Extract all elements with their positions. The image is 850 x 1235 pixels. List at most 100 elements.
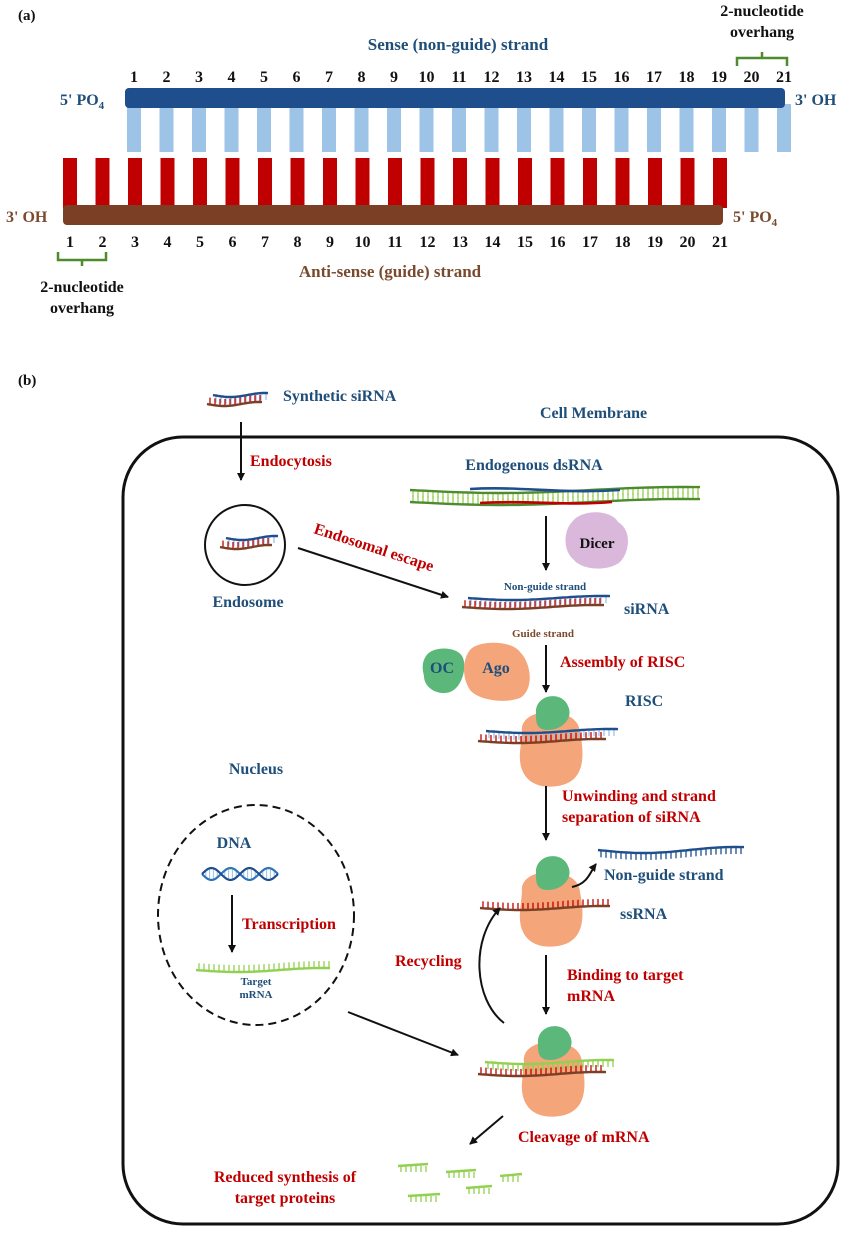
dna-helix-icon bbox=[201, 866, 279, 882]
antisense-strand-backbone bbox=[63, 205, 723, 225]
sense-strand-bases bbox=[127, 104, 791, 152]
antisense-number-11: 11 bbox=[387, 234, 402, 251]
bound-ago-blob bbox=[521, 1041, 585, 1117]
sense-base-14 bbox=[549, 104, 564, 152]
sense-number-20: 20 bbox=[744, 69, 760, 86]
mrna-fragment-4 bbox=[407, 1192, 441, 1202]
antisense-base-12 bbox=[420, 158, 435, 208]
endosome-label: Endosome bbox=[212, 594, 283, 611]
risc-passenger-strand bbox=[485, 727, 619, 740]
sense-base-12 bbox=[484, 104, 499, 152]
antisense-base-5 bbox=[193, 158, 207, 208]
risc-complex bbox=[477, 696, 619, 787]
target-mrna-icon bbox=[195, 961, 331, 974]
antisense-base-3 bbox=[128, 158, 142, 208]
passenger-strand bbox=[225, 534, 279, 547]
antisense-number-6: 6 bbox=[229, 234, 237, 251]
synthetic-sirna-duplex bbox=[206, 391, 269, 408]
sense-number-8: 8 bbox=[358, 69, 366, 86]
sense-base-1 bbox=[127, 104, 141, 152]
sense-number-14: 14 bbox=[549, 69, 565, 86]
sense-base-20 bbox=[744, 104, 759, 152]
antisense-base-20 bbox=[680, 158, 695, 208]
non-guide-strand-label: Non-guide strand bbox=[604, 867, 724, 884]
antisense-strand-bases bbox=[63, 158, 727, 208]
antisense-number-18: 18 bbox=[615, 234, 631, 251]
assembly-of-risc-label: Assembly of RISC bbox=[560, 654, 685, 671]
antisense-base-13 bbox=[453, 158, 467, 208]
sense-number-9: 9 bbox=[390, 69, 398, 86]
binding-label-line1: Binding to target bbox=[567, 967, 684, 984]
antisense-number-7: 7 bbox=[261, 234, 269, 251]
bound-guide-strand bbox=[477, 1065, 607, 1078]
unwinding-label-line2: separation of siRNA bbox=[562, 809, 701, 826]
antisense-base-8 bbox=[290, 158, 305, 208]
sense-base-10 bbox=[419, 104, 434, 152]
dsrna-sirna-segment-bottom bbox=[479, 500, 613, 505]
mrna-fragment-1 bbox=[397, 1162, 429, 1172]
sense-number-19: 19 bbox=[711, 69, 727, 86]
mrna-export-arrow bbox=[347, 1011, 459, 1057]
passenger-strand bbox=[212, 391, 269, 404]
sense-number-6: 6 bbox=[293, 69, 301, 86]
sense-base-17 bbox=[647, 104, 661, 152]
sense-base-15 bbox=[582, 104, 596, 152]
dicer-product-duplex bbox=[461, 594, 611, 611]
endosomal-escape-arrow bbox=[297, 547, 449, 599]
ssrna-guide-strand bbox=[479, 899, 611, 912]
sense-number-12: 12 bbox=[484, 69, 500, 86]
antisense-number-13: 13 bbox=[452, 234, 468, 251]
antisense-base-10 bbox=[355, 158, 370, 208]
sense-number-21: 21 bbox=[776, 69, 792, 86]
sense-number-16: 16 bbox=[614, 69, 630, 86]
sense-number-5: 5 bbox=[260, 69, 268, 86]
antisense-3prime-label: 3' OH bbox=[6, 209, 48, 226]
antisense-number-2: 2 bbox=[99, 234, 107, 251]
antisense-base-18 bbox=[615, 158, 630, 208]
risc-guide-strand bbox=[477, 732, 607, 745]
recycling-arrow bbox=[478, 907, 505, 1024]
antisense-base-7 bbox=[258, 158, 272, 208]
binding-label-line2: mRNA bbox=[567, 988, 615, 1005]
antisense-base-9 bbox=[323, 158, 337, 208]
ago-protein bbox=[464, 642, 530, 701]
antisense-number-5: 5 bbox=[196, 234, 204, 251]
antisense-number-20: 20 bbox=[680, 234, 696, 251]
bound-oc-blob bbox=[537, 1026, 572, 1060]
sense-strand-backbone bbox=[125, 88, 785, 108]
antisense-number-10: 10 bbox=[355, 234, 371, 251]
sirna-duplex-icon bbox=[461, 594, 611, 611]
sense-strand-title: Sense (non-guide) strand bbox=[368, 35, 549, 54]
guide-strand bbox=[219, 538, 273, 551]
ago-label: Ago bbox=[482, 660, 510, 677]
sense-base-7 bbox=[322, 104, 336, 152]
sense-number-17: 17 bbox=[646, 69, 662, 86]
sense-base-2 bbox=[159, 104, 174, 152]
risc-oc-blob bbox=[535, 696, 570, 730]
synthetic-sirna-label: Synthetic siRNA bbox=[283, 388, 397, 405]
endogenous-dsrna-label: Endogenous dsRNA bbox=[465, 457, 603, 474]
transcription-label: Transcription bbox=[242, 916, 336, 933]
antisense-base-4 bbox=[160, 158, 175, 208]
antisense-base-6 bbox=[225, 158, 240, 208]
released-strand bbox=[597, 845, 744, 860]
non-guide-strand-small-label: Non-guide strand bbox=[504, 581, 586, 593]
guide-strand bbox=[206, 395, 263, 408]
target-bound-complex bbox=[477, 1026, 615, 1117]
antisense-5prime-label: 5' PO4 bbox=[733, 209, 778, 229]
sense-base-8 bbox=[354, 104, 369, 152]
dicer-enzyme bbox=[565, 512, 628, 569]
antisense-number-16: 16 bbox=[550, 234, 566, 251]
sense-base-6 bbox=[289, 104, 304, 152]
unwinding-label-line1: Unwinding and strand bbox=[562, 788, 716, 805]
mrna-fragment-5 bbox=[465, 1184, 493, 1194]
sense-base-3 bbox=[192, 104, 206, 152]
cell-membrane bbox=[121, 435, 840, 1226]
antisense-base-1 bbox=[63, 158, 77, 208]
nucleus-envelope bbox=[157, 804, 355, 1026]
antisense-number-21: 21 bbox=[712, 234, 728, 251]
endosome-vesicle bbox=[204, 504, 286, 586]
sense-base-21 bbox=[777, 104, 791, 152]
